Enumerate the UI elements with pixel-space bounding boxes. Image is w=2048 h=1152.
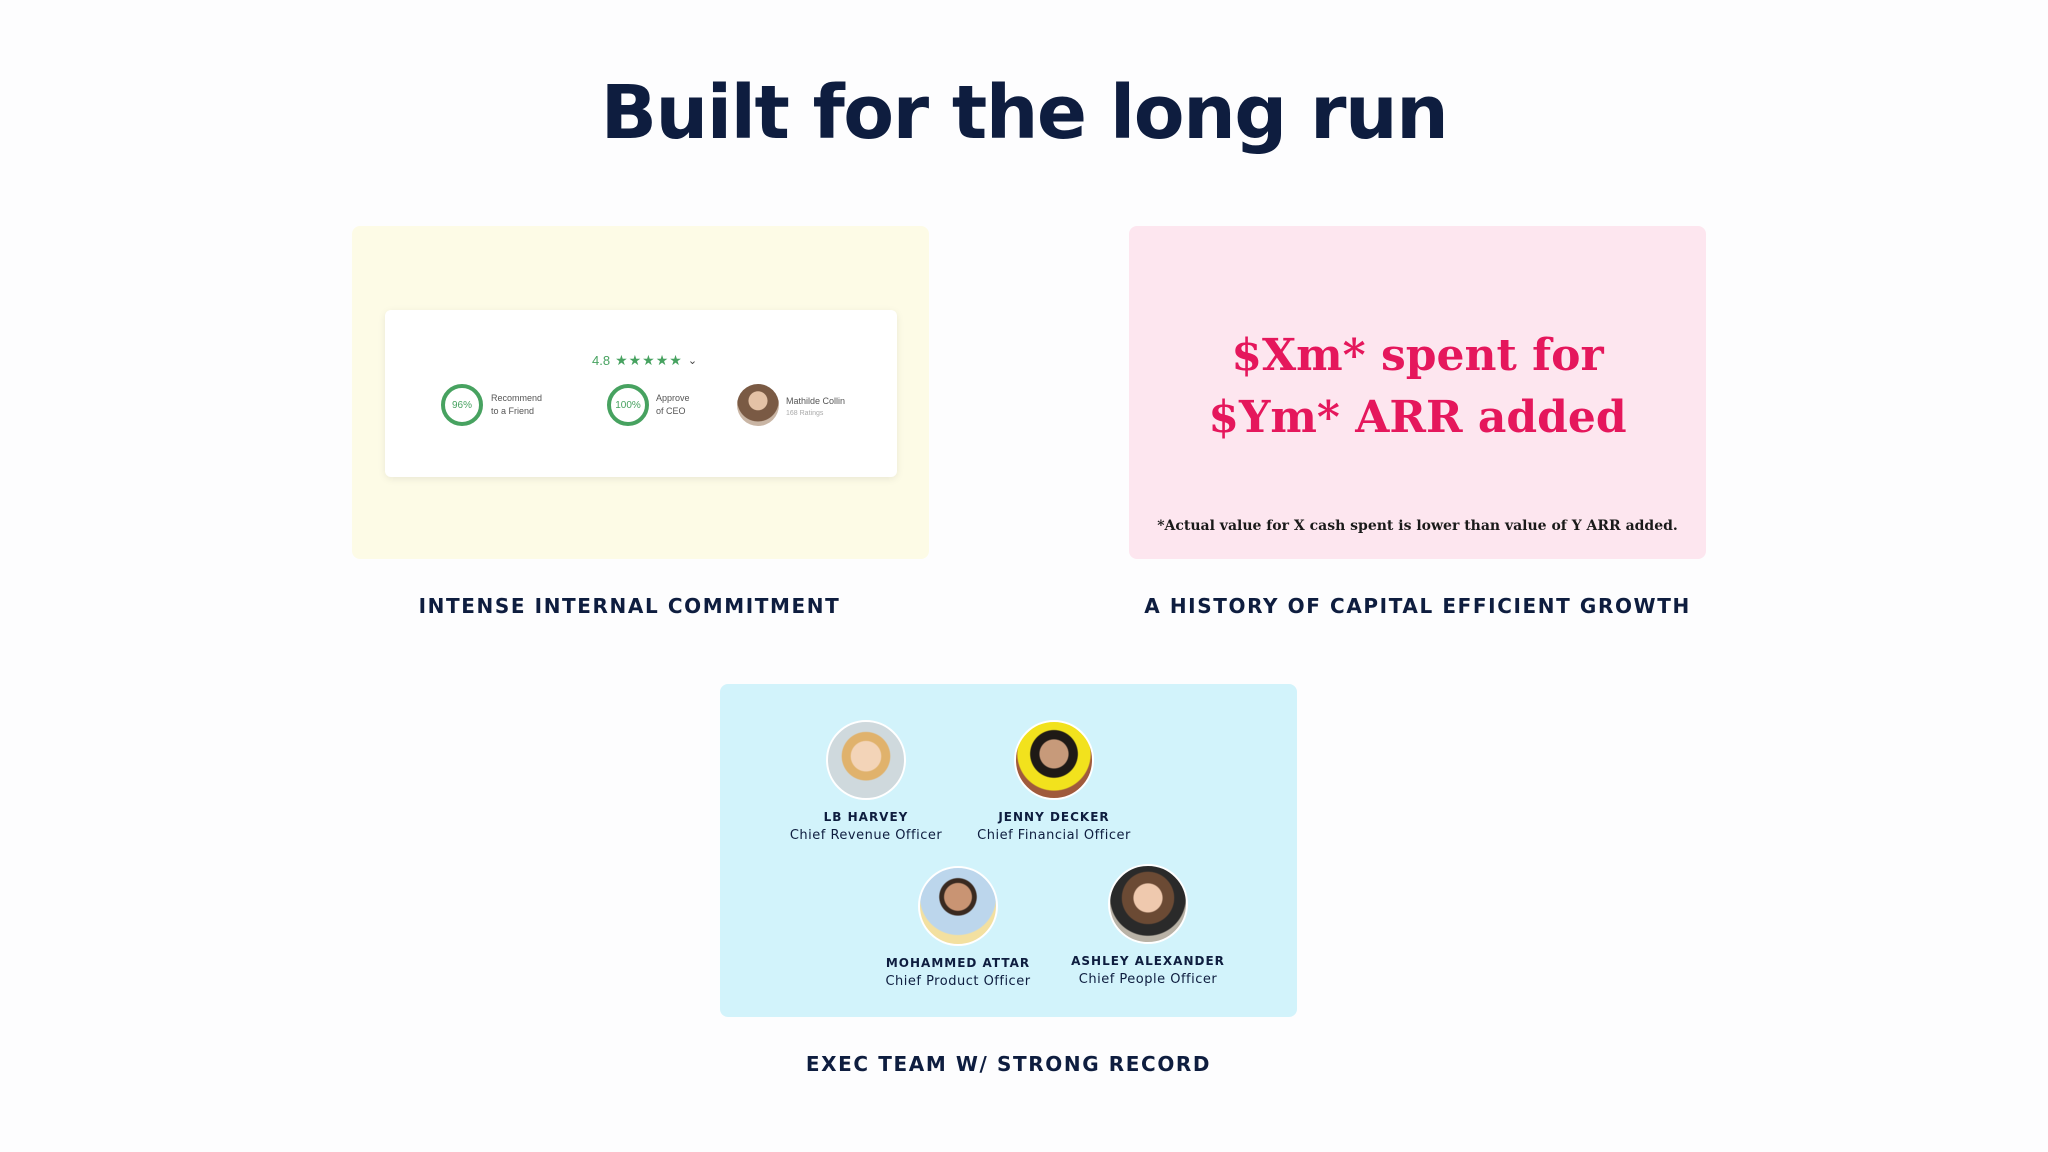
exec-team-caption: EXEC TEAM W/ STRONG RECORD [805,1052,1212,1076]
exec-photo [1108,864,1188,944]
exec-name: MOHAMMED ATTAR [885,956,1031,970]
commitment-caption: INTENSE INTERNAL COMMITMENT [418,594,841,618]
ceo-approval-progress-ring: 100% [607,384,649,426]
exec-role: Chief Revenue Officer [789,828,943,843]
exec-name: LB HARVEY [823,810,909,824]
exec-name: JENNY DECKER [998,810,1110,824]
growth-caption: A HISTORY OF CAPITAL EFFICIENT GROWTH [1144,594,1691,618]
rating-row: 4.8 ★★★★★ ⌄ [592,352,697,369]
exec-photo [918,866,998,946]
exec-role: Chief Financial Officer [977,828,1131,843]
ceo-avatar [737,384,779,426]
page-title: Built for the long run [600,70,1449,156]
exec-role: Chief Product Officer [885,974,1031,989]
exec-member: MOHAMMED ATTAR Chief Product Officer [858,866,1058,989]
recommend-progress-ring: 96% [441,384,483,426]
exec-team-card: LB HARVEY Chief Revenue Officer JENNY DE… [720,684,1297,1017]
ceo-ratings-count: 168 Ratings [786,410,824,417]
ceo-approval-label: Approve of CEO [656,393,690,416]
exec-member: JENNY DECKER Chief Financial Officer [954,720,1154,843]
chevron-down-icon[interactable]: ⌄ [687,355,698,367]
growth-card: $Xm* spent for $Ym* ARR added *Actual va… [1129,226,1706,559]
rating-value: 4.8 [592,353,611,368]
exec-photo [1014,720,1094,800]
commitment-card: 4.8 ★★★★★ ⌄ 96% Recommend to a Friend 10… [352,226,929,559]
ceo-name: Mathilde Collin [786,396,846,406]
growth-footnote: *Actual value for X cash spent is lower … [1157,518,1678,534]
growth-stat-line-1: $Xm* spent for [1231,330,1604,381]
exec-photo [826,720,906,800]
recommend-label: Recommend to a Friend [491,393,543,416]
exec-role: Chief People Officer [1078,972,1218,987]
star-rating-icon: ★★★★★ [615,352,683,368]
glassdoor-rating-widget: 4.8 ★★★★★ ⌄ 96% Recommend to a Friend 10… [385,310,897,477]
exec-member: LB HARVEY Chief Revenue Officer [766,720,966,843]
exec-name: ASHLEY ALEXANDER [1071,954,1225,968]
growth-stat-line-2: $Ym* ARR added [1208,392,1627,443]
exec-member: ASHLEY ALEXANDER Chief People Officer [1048,864,1248,987]
